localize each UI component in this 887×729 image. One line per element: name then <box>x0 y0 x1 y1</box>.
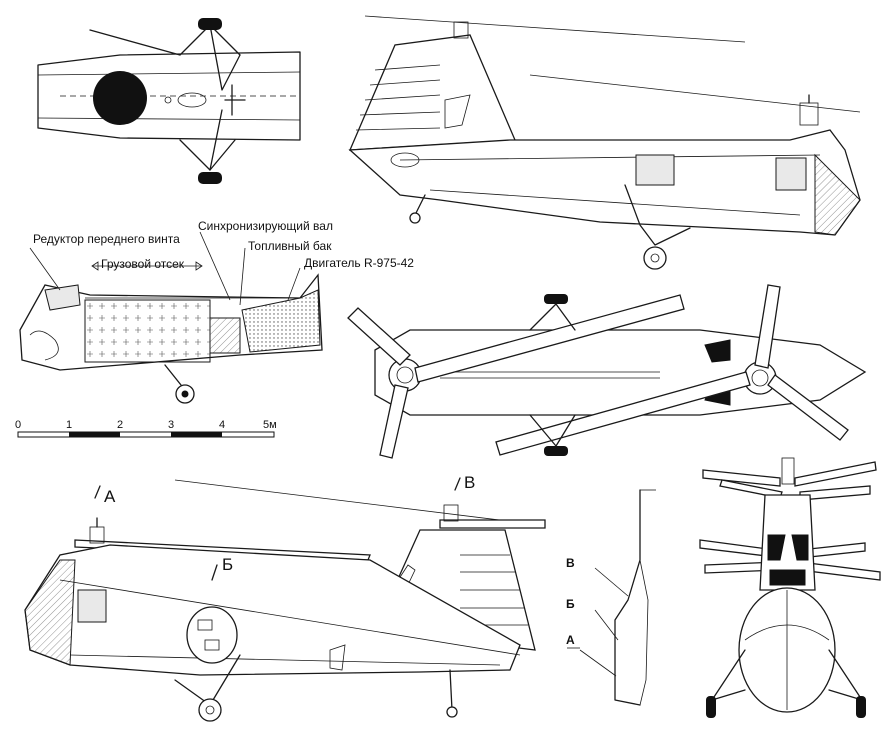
wheel <box>198 18 222 30</box>
section-profile <box>567 489 656 706</box>
scale-tick-3: 3 <box>168 419 175 431</box>
scale-tick-5: 5м <box>263 419 277 431</box>
engine-label: Двигатель R-975-42 <box>304 256 414 270</box>
sync-shaft-label: Синхронизирующий вал <box>198 219 333 233</box>
cargo-bay-label: Грузовой отсек <box>101 257 185 271</box>
roundel-marking <box>93 71 147 125</box>
section-mark-b: Б <box>222 555 234 574</box>
side-view-right <box>348 15 861 270</box>
profile-label-v: В <box>566 556 575 570</box>
profile-label-a: А <box>566 633 575 647</box>
cargo-bay-cutaway <box>84 299 211 363</box>
engine-cutaway <box>241 289 321 353</box>
fuel-tank-label: Топливный бак <box>248 239 332 253</box>
wheel <box>198 172 222 184</box>
section-mark-a: А <box>104 487 116 506</box>
cutaway-view <box>19 231 323 404</box>
profile-label-b: Б <box>566 597 575 611</box>
top-view <box>347 284 867 459</box>
front-view <box>699 457 881 718</box>
scale-tick-4: 4 <box>219 419 226 431</box>
fuel-tank-cutaway <box>209 317 241 354</box>
underside-view <box>37 18 301 184</box>
scale-bar <box>17 431 275 438</box>
scale-tick-0: 0 <box>15 419 22 431</box>
scale-tick-2: 2 <box>117 419 124 431</box>
side-view-left <box>24 477 546 722</box>
front-rotor-gearbox-label: Редуктор переднего винта <box>33 232 180 246</box>
section-mark-v: В <box>464 473 476 492</box>
scale-tick-1: 1 <box>66 419 73 431</box>
